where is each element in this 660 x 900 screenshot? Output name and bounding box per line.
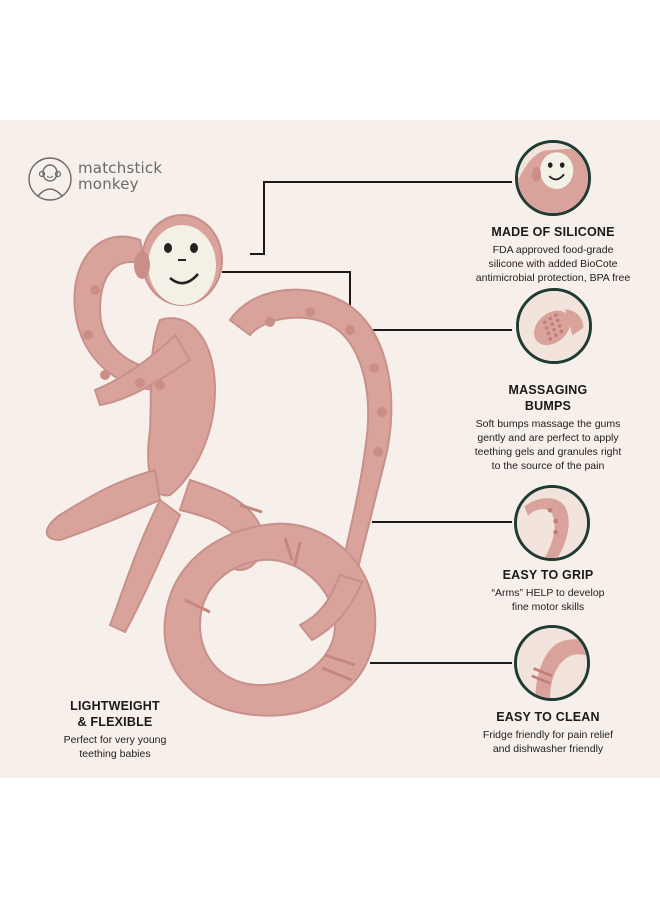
tail-end [298, 573, 364, 642]
feature-lightweight-title: LIGHTWEIGHT & FLEXIBLE [70, 699, 160, 729]
connector-bumps [222, 271, 512, 331]
feature-image-bumps [516, 288, 592, 364]
feature-bumps-title: MASSAGING BUMPS [508, 383, 588, 413]
feature-image-grip [514, 485, 590, 561]
brand-logo: matchstick monkey [28, 156, 188, 202]
feature-bumps: MASSAGING BUMPS Soft bumps massage the g… [448, 382, 648, 473]
feature-clean-title: EASY TO CLEAN [496, 710, 600, 724]
ring-clean-icon [517, 628, 587, 698]
monkey-leg-lower [108, 498, 182, 634]
connector-lines [222, 181, 512, 664]
feature-lightweight-desc: Perfect for very young teething babies [63, 734, 167, 760]
brand-line-2: monkey [78, 175, 139, 193]
monkey-arm [93, 333, 192, 407]
monkey-face-icon [518, 143, 588, 213]
connector-silicone [250, 181, 512, 255]
feature-image-clean [514, 625, 590, 701]
massage-bumps [83, 285, 387, 457]
bumps-closeup-icon [519, 291, 589, 361]
teether-body [45, 235, 393, 717]
feature-lightweight: LIGHTWEIGHT & FLEXIBLE Perfect for very … [20, 698, 210, 761]
monkey-mascot-icon [28, 157, 72, 201]
arm-grip-icon [517, 488, 587, 558]
brand-wordmark: matchstick monkey [78, 160, 162, 192]
feature-image-silicone [515, 140, 591, 216]
feature-clean: EASY TO CLEAN Fridge friendly for pain r… [448, 709, 648, 756]
feature-silicone-title: MADE OF SILICONE [491, 225, 615, 239]
bottom-ring [163, 522, 377, 717]
monkey-face [134, 214, 223, 306]
monkey-leg-left [45, 468, 162, 542]
feature-silicone: MADE OF SILICONE FDA approved food-grade… [448, 224, 658, 285]
feature-grip-title: EASY TO GRIP [502, 568, 594, 582]
feature-grip: EASY TO GRIP “Arms” HELP to develop fine… [448, 567, 648, 614]
ring-bands [184, 503, 356, 682]
feature-silicone-desc: FDA approved food-grade silicone with ad… [475, 244, 631, 284]
brand-line-1: matchstick [78, 159, 163, 177]
teether-illustration [45, 181, 512, 717]
feature-bumps-desc: Soft bumps massage the gums gently and a… [474, 418, 622, 472]
feature-clean-desc: Fridge friendly for pain relief and dish… [482, 729, 614, 755]
feature-grip-desc: “Arms” HELP to develop fine motor skills [491, 587, 605, 613]
